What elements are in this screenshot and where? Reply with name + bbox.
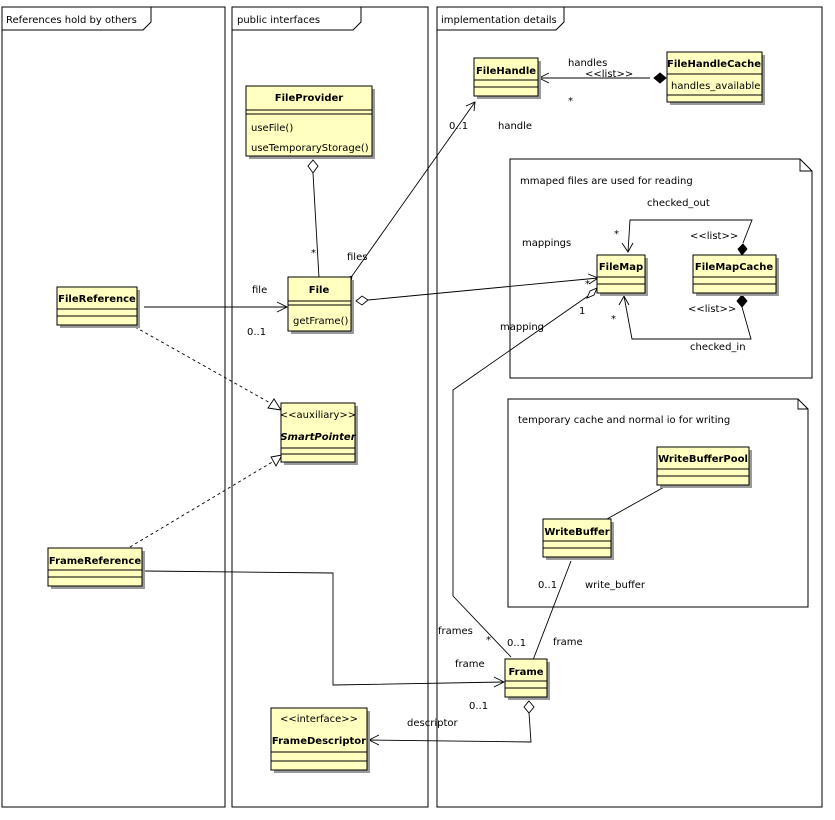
class-file-handle-name: FileHandle [476,66,536,77]
label-mapping: mapping [500,322,544,333]
class-file-handle[interactable]: FileHandle [473,57,541,99]
assoc-handles [537,72,667,84]
note-writing: temporary cache and normal io for writin… [507,398,809,608]
assoc-file [144,301,289,313]
class-frame-descriptor[interactable]: <<interface>> FrameDescriptor [270,707,370,773]
class-smart-pointer-name: SmartPointer [280,432,356,443]
class-frame-descriptor-name: FrameDescriptor [272,736,366,747]
class-file-provider-name: FileProvider [275,93,343,104]
assoc-write-buffer-pool [606,485,667,520]
note-writing-text: temporary cache and normal io for writin… [518,415,730,426]
label-file-role: file [252,285,267,296]
assoc-mapping [452,287,598,658]
class-file-reference-name: FileReference [58,294,136,305]
label-write-buffer: write_buffer [585,580,646,591]
class-file-provider[interactable]: FileProvider useFile() useTemporaryStora… [245,85,375,159]
class-write-buffer-pool[interactable]: WriteBufferPool [656,446,752,488]
realization-file-reference [134,326,282,411]
label-handle: handle [498,121,532,132]
label-frames-mult: * [486,635,491,646]
label-files: files [347,252,367,263]
class-frame-reference-name: FrameReference [49,556,141,567]
class-file-handle-cache-name: FileHandleCache [667,59,761,70]
package-title-references: References hold by others [6,15,137,26]
label-checked-out-mult: * [614,229,619,240]
realization-frame-reference [129,454,283,548]
class-file-name: File [309,285,330,296]
note-reading-text: mmaped files are used for reading [520,176,693,187]
class-write-buffer-name: WriteBuffer [544,527,609,538]
package-public-interfaces: public interfaces [231,6,429,808]
label-provider-file-mult: * [311,248,316,259]
class-file-map-cache-name: FileMapCache [695,262,773,273]
class-file-map-cache[interactable]: FileMapCache [692,254,779,296]
class-file-handle-cache-attr-handles-available: handles_available [671,81,760,92]
class-file-map[interactable]: FileMap [596,254,648,296]
label-checked-in: checked_in [690,342,746,353]
class-frame-name: Frame [508,667,543,678]
label-frame-mult-wb: 0..1 [507,638,526,649]
class-file-reference[interactable]: FileReference [56,286,140,328]
package-references: References hold by others [1,6,226,808]
class-smart-pointer[interactable]: <<auxiliary>> SmartPointer [280,402,358,465]
class-smart-pointer-stereotype: <<auxiliary>> [280,410,356,421]
class-file-map-name: FileMap [599,262,643,273]
label-checked-out: checked_out [647,198,710,209]
label-handles: handles [568,58,607,69]
class-frame[interactable]: Frame [504,658,550,700]
label-frame-wb: frame [553,637,583,648]
label-checked-in-mult: * [611,314,616,325]
label-file-mult: 0..1 [247,327,266,338]
package-title-impl: implementation details [441,15,557,26]
label-mappings: mappings [522,238,571,249]
class-write-buffer[interactable]: WriteBuffer [542,518,614,560]
note-reading: mmaped files are used for reading [509,158,813,379]
assoc-provider-file [307,159,320,279]
label-frame-ref: frame [455,659,485,670]
class-file-provider-op-use-temporary-storage: useTemporaryStorage() [251,143,369,154]
class-file[interactable]: File getFrame() [287,276,354,334]
label-handles-mult: * [568,96,573,107]
class-file-provider-op-use-file: useFile() [251,123,293,134]
label-handles-list: <<list>> [585,69,633,80]
class-frame-descriptor-stereotype: <<interface>> [280,714,358,725]
assoc-write-buffer [532,560,572,661]
label-write-buffer-mult: 0..1 [538,580,557,591]
class-file-handle-cache[interactable]: FileHandleCache handles_available [666,51,765,105]
connector-labels: handles <<list>> * handle 0..1 * files f… [247,58,746,729]
label-checked-out-list: <<list>> [690,231,738,242]
class-frame-reference[interactable]: FrameReference [47,547,145,589]
label-handle-mult: 0..1 [449,121,468,132]
class-file-op-get-frame: getFrame() [293,316,348,327]
label-descriptor: descriptor [407,718,458,729]
label-mapping-mult: 1 [579,306,585,317]
label-frames: frames [438,626,473,637]
assoc-frame [144,570,506,688]
label-mappings-mult: * [585,279,590,290]
package-title-public: public interfaces [237,15,320,26]
package-implementation: implementation details [436,6,823,808]
class-write-buffer-pool-name: WriteBufferPool [658,454,748,465]
label-descriptor-mult: 0..1 [469,701,488,712]
label-checked-in-list: <<list>> [688,304,736,315]
